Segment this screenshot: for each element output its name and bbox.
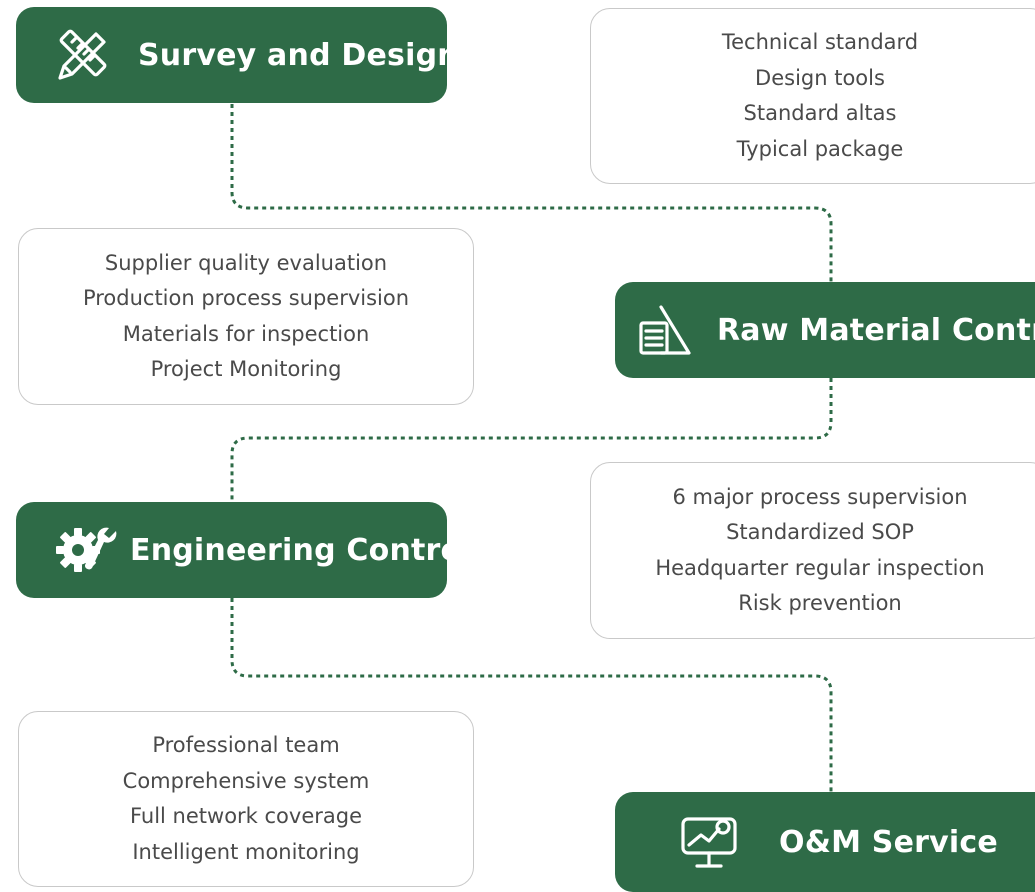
stage-title: O&M Service	[779, 824, 998, 860]
document-triangle-icon	[635, 301, 693, 359]
card-item: Typical package	[736, 136, 904, 161]
ruler-pencil-icon	[52, 26, 110, 84]
card-item: Intelligent monitoring	[132, 839, 360, 864]
card-engineering-details: 6 major process supervision Standardized…	[590, 462, 1035, 639]
card-item: Headquarter regular inspection	[655, 555, 985, 580]
card-item: Comprehensive system	[122, 768, 370, 793]
card-om-details: Professional team Comprehensive system F…	[18, 711, 474, 887]
stage-title: Engineering Control	[130, 532, 472, 568]
stage-engineering-control: Engineering Control	[16, 502, 472, 598]
card-item: Professional team	[152, 733, 340, 757]
stage-title: Survey and Design	[138, 37, 459, 73]
stage-title: Raw Material Control	[717, 312, 1035, 348]
card-item: 6 major process supervision	[672, 484, 968, 509]
stage-om-service: O&M Service	[615, 792, 1035, 892]
card-raw-material-details: Supplier quality evaluation Production p…	[18, 228, 474, 405]
card-item: Design tools	[755, 65, 885, 90]
card-item: Standardized SOP	[726, 520, 914, 544]
card-item: Project Monitoring	[150, 357, 342, 381]
card-item: Full network coverage	[129, 804, 363, 828]
connector-raw-to-engineering	[230, 378, 833, 502]
monitor-chart-icon	[679, 813, 741, 871]
card-item: Standard altas	[743, 101, 897, 125]
card-item: Technical standard	[721, 30, 919, 54]
card-item: Production process supervision	[82, 286, 410, 310]
stage-raw-material-control: Raw Material Control	[615, 282, 1035, 378]
card-item: Materials for inspection	[122, 321, 370, 346]
card-survey-details: Technical standard Design tools Standard…	[590, 8, 1035, 184]
stage-survey-and-design: Survey and Design	[16, 7, 459, 103]
gear-wrench-icon	[54, 521, 122, 579]
card-item: Supplier quality evaluation	[104, 250, 388, 275]
card-item: Risk prevention	[738, 591, 902, 615]
connector-engineering-to-om	[230, 598, 833, 792]
